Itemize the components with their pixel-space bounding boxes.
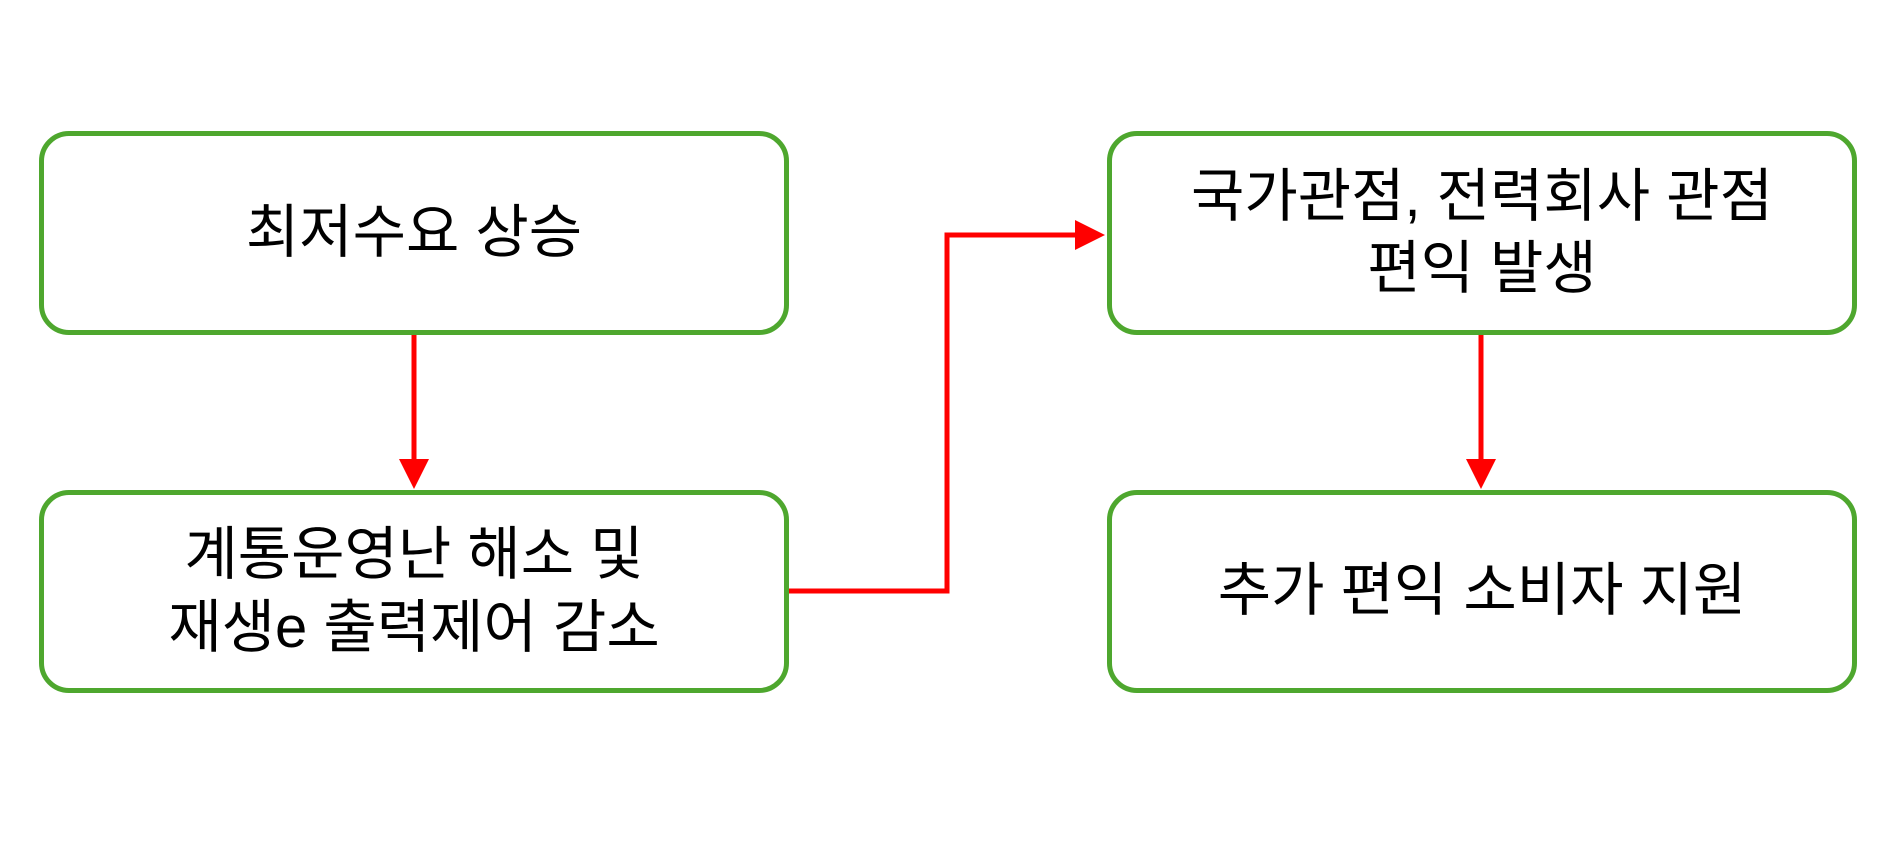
node-grid-operation-relief: 계통운영난 해소 및 재생e 출력제어 감소 [39, 490, 789, 693]
arrow-n2-n3 [789, 220, 1105, 594]
node-label: 국가관점, 전력회사 관점 편익 발생 [1191, 163, 1773, 302]
node-min-demand-rise: 최저수요 상승 [39, 131, 789, 335]
node-consumer-support: 추가 편익 소비자 지원 [1107, 490, 1857, 693]
node-label: 최저수요 상승 [245, 199, 583, 265]
node-label: 추가 편익 소비자 지원 [1217, 558, 1747, 624]
node-label: 계통운영난 해소 및 재생e 출력제어 감소 [168, 522, 660, 660]
node-benefit-occurrence: 국가관점, 전력회사 관점 편익 발생 [1107, 131, 1857, 335]
